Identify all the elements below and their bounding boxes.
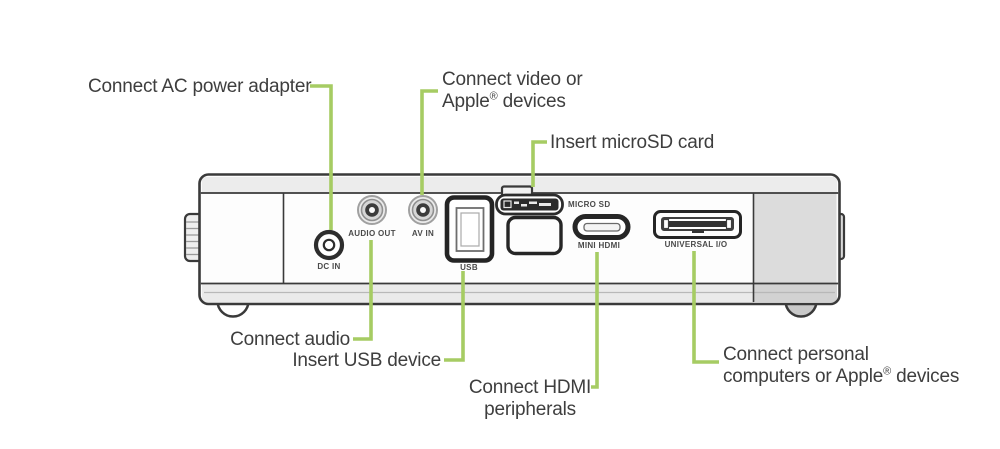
leader-audio (353, 240, 373, 341)
port-label-mini-hdmi: MINI HDMI (577, 241, 621, 250)
port-label-universal-io: UNIVERSAL I/O (664, 240, 728, 249)
leader-microsd (531, 140, 547, 187)
callout-universal-line1: Connect personal (723, 344, 869, 365)
audio-out-port (357, 195, 387, 225)
callout-video-apple: Connect video or Apple® devices (442, 69, 583, 113)
leader-hdmi (591, 252, 599, 389)
callout-audio: Connect audio (230, 329, 350, 351)
callout-universal-line2: computers or Apple® devices (723, 365, 960, 387)
leader-av-in (420, 89, 438, 195)
universal-io-port (653, 210, 742, 239)
leader-ac-power (310, 84, 333, 230)
callout-audio-text: Connect audio (230, 329, 350, 350)
callout-microsd: Insert microSD card (550, 132, 714, 154)
port-label-micro-sd: MICRO SD (568, 200, 611, 209)
port-label-audio-out: AUDIO OUT (348, 229, 396, 238)
callout-video-apple-line2: Apple® devices (442, 90, 566, 112)
square-recess (506, 215, 563, 256)
callout-universal: Connect personal computers or Apple® dev… (723, 344, 959, 388)
microsd-slot (495, 185, 564, 216)
callout-hdmi: Connect HDMI peripherals (459, 377, 601, 421)
port-label-dc-in: DC IN (317, 262, 341, 271)
callout-hdmi-line1: Connect HDMI (468, 377, 592, 398)
callout-usb-text: Insert USB device (292, 350, 441, 371)
mini-hdmi-port (572, 214, 631, 240)
callout-ac-power-text: Connect AC power adapter (88, 76, 312, 97)
callout-usb: Insert USB device (292, 350, 441, 372)
leader-universal (692, 251, 719, 364)
callout-hdmi-line2: peripherals (484, 399, 576, 420)
callout-microsd-text: Insert microSD card (550, 132, 715, 153)
usb-port (444, 195, 495, 263)
dc-in-port (313, 229, 345, 261)
registered-mark: ® (489, 90, 498, 103)
port-label-av-in: AV IN (411, 229, 435, 238)
callout-video-apple-line1: Connect video or (442, 69, 583, 90)
leader-lines (310, 84, 719, 389)
port-label-usb: USB (460, 263, 478, 272)
callout-ac-power: Connect AC power adapter (88, 76, 312, 98)
registered-mark: ® (883, 365, 892, 378)
av-in-port (408, 195, 438, 225)
leader-usb (444, 271, 465, 362)
